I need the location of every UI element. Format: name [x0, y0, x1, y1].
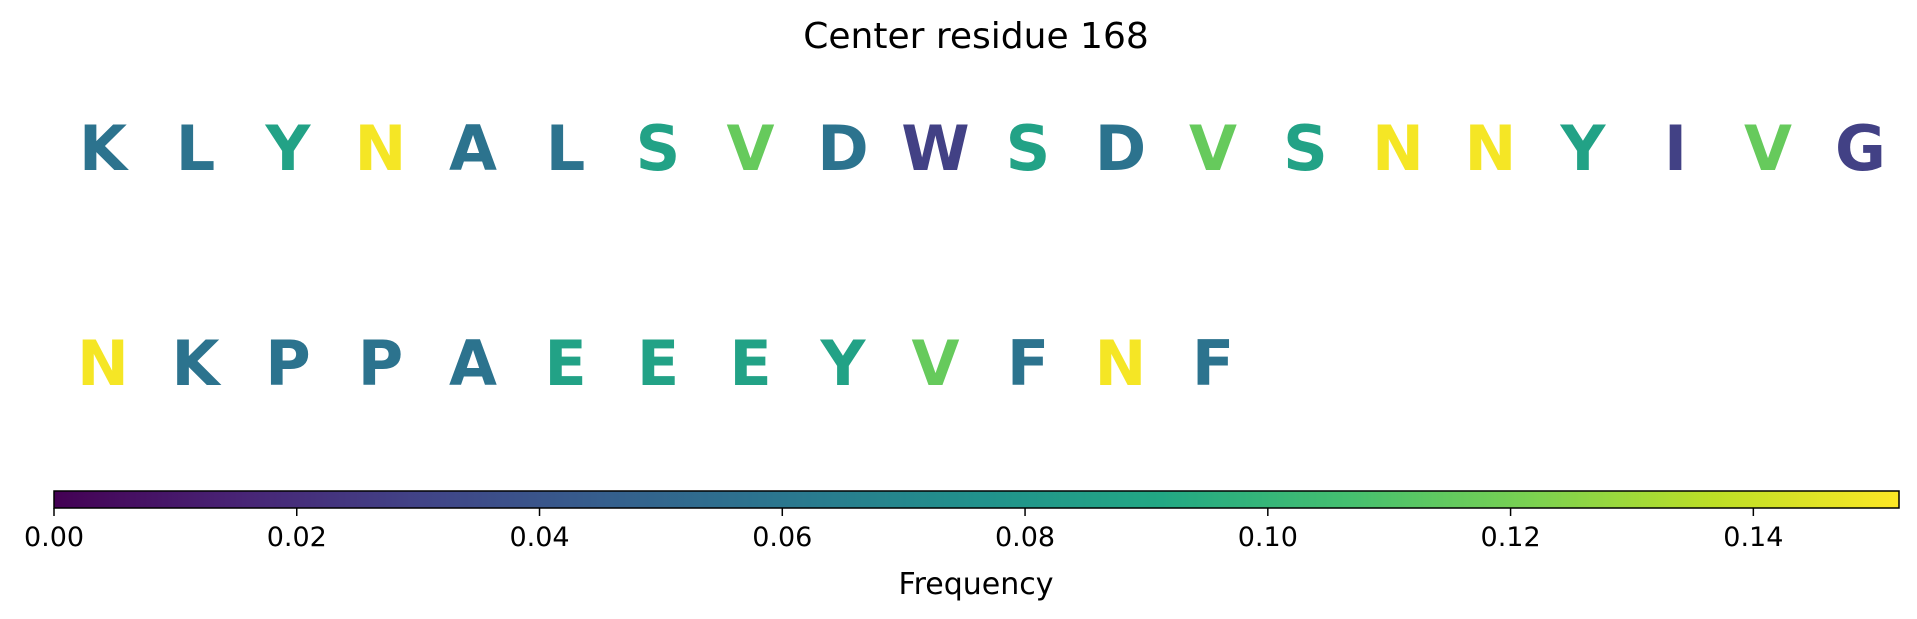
residue-letter: Y [1560, 112, 1607, 185]
residue-letter: Y [265, 112, 312, 185]
colorbar-tick-label: 0.08 [995, 522, 1055, 553]
residue-letter: S [1283, 112, 1328, 185]
residue-letter: S [1006, 112, 1051, 185]
colorbar-tick-label: 0.00 [24, 522, 84, 553]
colorbar [53, 490, 1900, 509]
colorbar-tick-label: 0.10 [1238, 522, 1298, 553]
residue-letter: V [1189, 112, 1237, 185]
residue-letter: P [358, 327, 403, 400]
residue-letter: E [729, 327, 771, 400]
residue-letter: L [546, 112, 586, 185]
residue-letter: D [1095, 112, 1146, 185]
residue-letter: Y [820, 327, 867, 400]
residue-letter: E [637, 327, 679, 400]
residue-letter: N [1372, 112, 1424, 185]
residue-letter: N [1095, 327, 1147, 400]
colorbar-label: Frequency [899, 567, 1054, 602]
residue-letter: A [449, 327, 497, 400]
residue-letter: K [79, 112, 129, 185]
residue-letter: W [901, 112, 969, 185]
residue-letter: V [912, 327, 960, 400]
residue-letter: D [817, 112, 868, 185]
colorbar-tick-label: 0.02 [267, 522, 327, 553]
residue-letter: A [449, 112, 497, 185]
residue-letter: V [1744, 112, 1792, 185]
colorbar-tick-label: 0.04 [509, 522, 569, 553]
colorbar-ticks: 0.00 0.02 0.04 0.06 0.08 0.10 0.12 0.14 [24, 508, 1783, 553]
residue-letter: P [265, 327, 310, 400]
residue-letter: V [727, 112, 775, 185]
residue-letter: S [636, 112, 681, 185]
residue-letter: F [1007, 327, 1049, 400]
residue-letter: N [355, 112, 407, 185]
residue-letter: N [1465, 112, 1517, 185]
residue-letter: F [1192, 327, 1234, 400]
colorbar-tick-label: 0.14 [1723, 522, 1783, 553]
residue-letter: N [77, 327, 129, 400]
chart-title: Center residue 168 [803, 16, 1149, 57]
colorbar-tick-label: 0.06 [752, 522, 812, 553]
residue-letter: I [1664, 112, 1687, 185]
colorbar-tick-label: 0.12 [1481, 522, 1541, 553]
residue-letter: E [544, 327, 586, 400]
residue-letter: G [1835, 112, 1886, 185]
residue-letter: L [176, 112, 216, 185]
residue-letter: K [171, 327, 221, 400]
